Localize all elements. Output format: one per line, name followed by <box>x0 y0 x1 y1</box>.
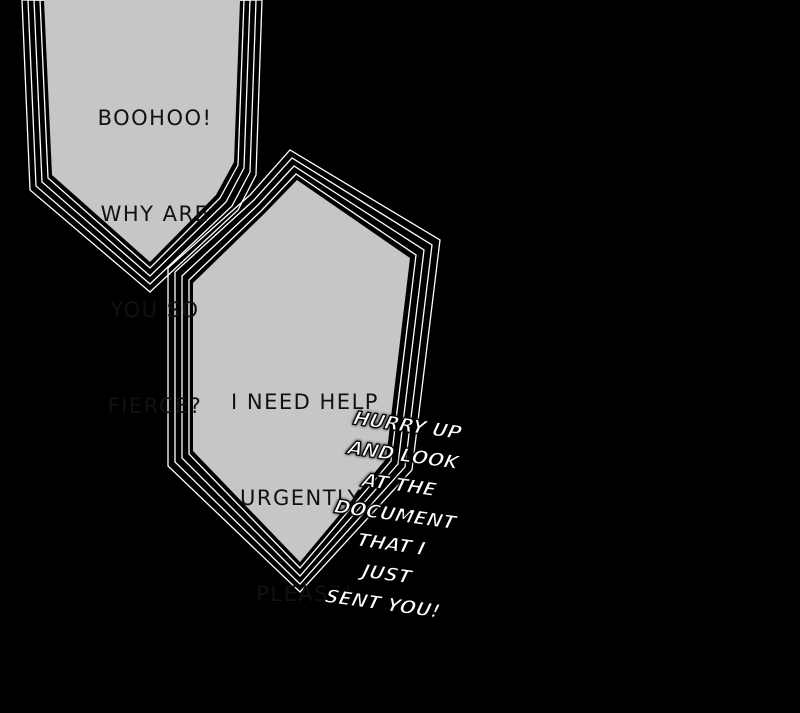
bubble-line: WHY ARE <box>100 202 210 226</box>
bubble-line: URGENTLY, <box>240 486 370 510</box>
bubble-line: FIERCE? <box>107 394 203 418</box>
bubble-line: PLEASE! <box>256 582 354 606</box>
speech-bubble-1-text: BOOHOO! WHY ARE YOU SO FIERCE? <box>80 38 230 486</box>
speech-bubble-2 <box>167 149 441 593</box>
bubble-line: I NEED HELP <box>231 390 379 414</box>
shout-text: HURRY UP AND LOOK AT THE DOCUMENT THAT I… <box>286 398 503 632</box>
speech-bubble-1-fill <box>44 0 240 262</box>
bubble-line: BOOHOO! <box>97 106 213 130</box>
speech-bubble-2-fill <box>193 180 410 562</box>
speech-bubble-1 <box>21 0 263 293</box>
bubble-line: YOU SO <box>110 298 200 322</box>
speech-bubble-2-text: I NEED HELP URGENTLY, PLEASE! <box>210 322 400 674</box>
